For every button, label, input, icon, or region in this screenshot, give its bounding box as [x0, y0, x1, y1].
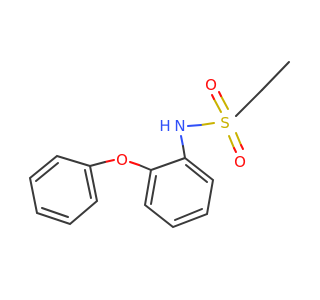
bond-ethyl-ch3: [261, 61, 290, 91]
atom-o-bottom: O: [234, 153, 246, 171]
atom-o-top: O: [205, 76, 217, 94]
bond-n-c-b: [182, 145, 186, 159]
molecule-structure: O S O H N O: [28, 61, 290, 229]
phenoxy-ring-double-1: [35, 162, 59, 182]
atom-s: S: [220, 114, 230, 132]
bond-n-c-a: [180, 135, 184, 147]
bond-o-c-ether-a: [104, 159, 115, 163]
aniline-ring-double-3: [185, 164, 208, 183]
bond-s-o-top-b: [220, 95, 229, 110]
bond-s-n-b: [187, 124, 202, 127]
phenoxy-ring: [28, 154, 99, 226]
phenoxy-ring-double-3: [84, 169, 92, 199]
bond-ethyl-ch2: [235, 89, 263, 117]
bond-s-o-top-a2: [211, 94, 215, 100]
bond-s-o-bot-a2: [233, 147, 237, 153]
bond-s-o-bot-b2: [240, 144, 244, 150]
bond-s-o-top-a: [213, 98, 222, 113]
aniline-ring-double-1: [150, 175, 157, 205]
atom-o-ether: O: [116, 151, 128, 169]
bond-s-o-top-b2: [218, 91, 222, 97]
bond-s-n-a: [200, 122, 215, 126]
atom-n: N: [174, 117, 185, 135]
bond-c-o-ether-b: [129, 161, 140, 166]
phenoxy-ring-double-2: [41, 207, 69, 218]
bond-s-o-bot-a: [228, 135, 235, 149]
bond-o-c-ether-b: [89, 161, 106, 167]
aniline-ring-double-2: [174, 208, 203, 221]
aniline-ring: [143, 157, 215, 229]
bond-s-o-bot-b: [235, 132, 242, 146]
atom-h: H: [159, 117, 170, 135]
bond-c-o-ether-a: [138, 164, 152, 171]
